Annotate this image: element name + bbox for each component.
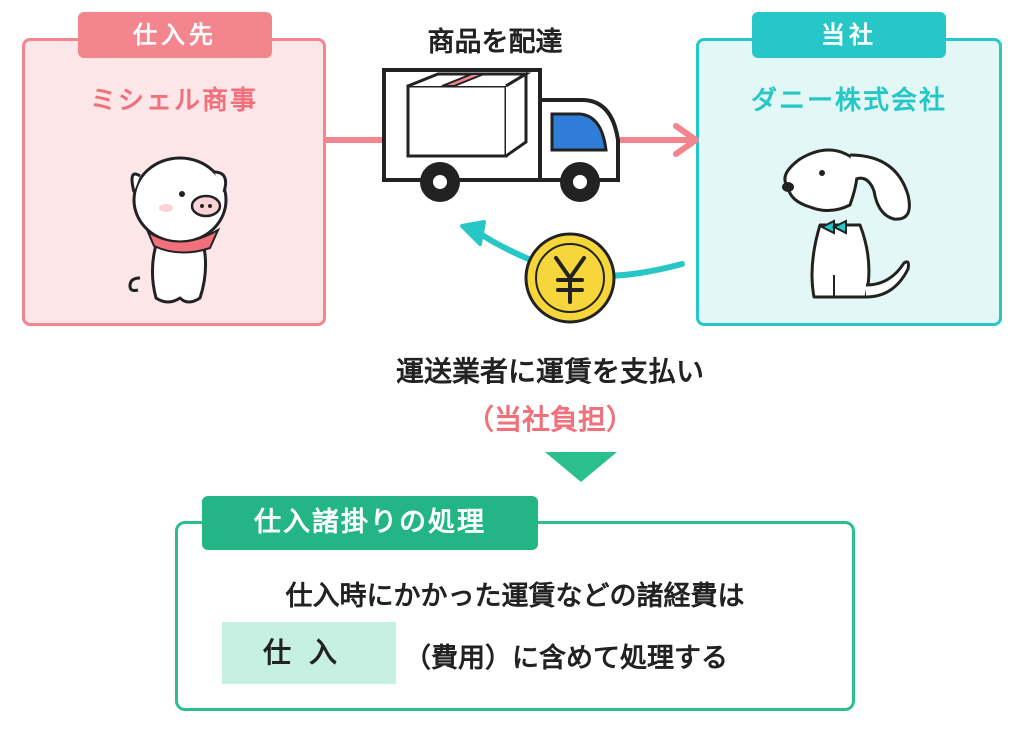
pig-icon [128,156,228,304]
truck-icon [382,68,620,202]
result-highlight: 仕入 [222,622,396,684]
dog-icon [782,148,911,299]
company-name: ダニー株式会社 [750,86,947,116]
down-arrow-icon [545,452,617,482]
result-line-2: （費用）に含めて処理する [404,643,728,674]
delivery-label: 商品を配達 [427,27,563,58]
yen-coin-icon [524,232,616,324]
burden-text: （当社負担） [465,403,634,436]
supplier-name: ミシェル商事 [89,86,258,116]
company-tag: 当社 [752,12,946,58]
result-tag: 仕入諸掛りの処理 [202,496,538,550]
payment-text: 運送業者に運賃を支払い [395,355,704,388]
supplier-tag: 仕入先 [78,12,272,58]
result-line-1: 仕入時にかかった運賃などの諸経費は [285,581,745,612]
